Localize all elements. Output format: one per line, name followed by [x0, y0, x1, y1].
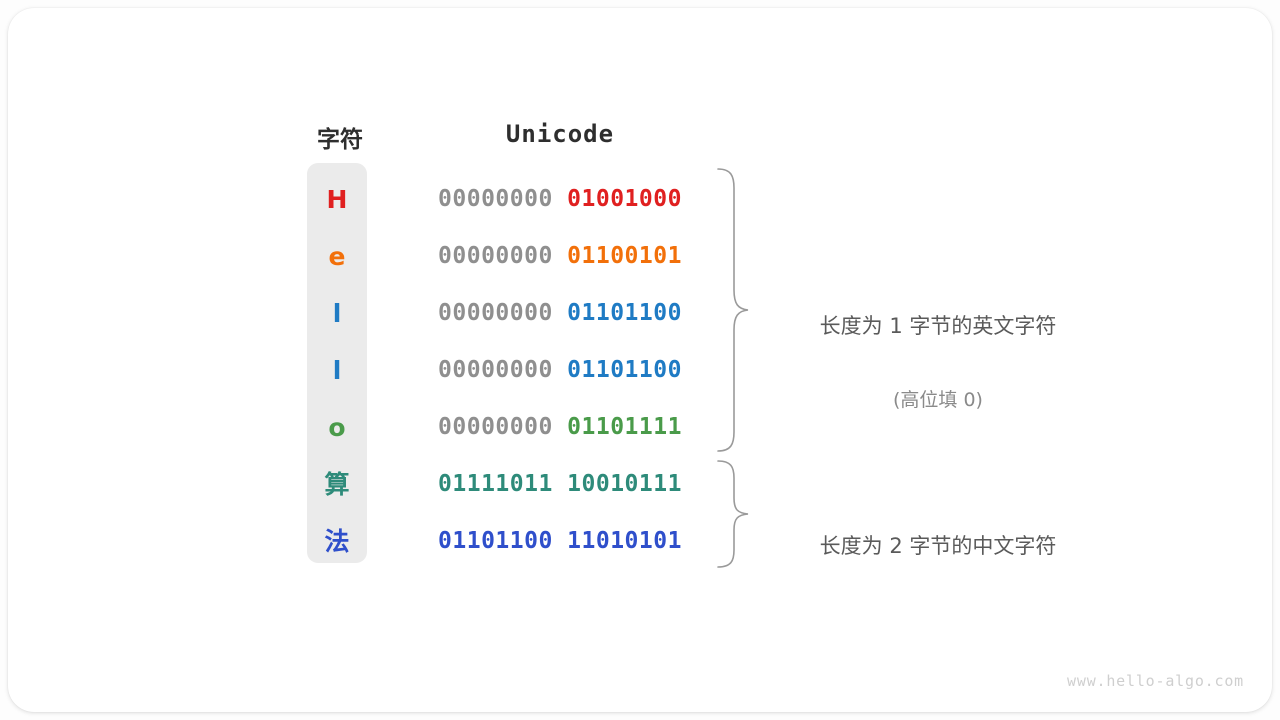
bits-separator: [553, 300, 567, 326]
bits-high-byte: 00000000: [438, 243, 553, 269]
watermark: www.hello-algo.com: [1067, 672, 1244, 690]
row-unicode-bits: 00000000 01101100: [424, 285, 696, 342]
bits-low-byte: 01101111: [567, 414, 682, 440]
column-header-character: 字符: [317, 127, 363, 153]
bits-low-byte: 01101100: [567, 357, 682, 383]
bits-high-byte: 01111011: [438, 471, 553, 497]
bits-high-byte: 00000000: [438, 300, 553, 326]
bits-separator: [553, 471, 567, 497]
bits-low-byte: 01101100: [567, 300, 682, 326]
brace-ascii-group: [717, 168, 749, 452]
row-unicode-bits: 01111011 10010111: [424, 456, 696, 513]
annotation-ascii-line2: (高位填 0): [893, 389, 983, 411]
row-character: e: [328, 242, 346, 271]
bits-low-byte: 11010101: [567, 528, 682, 554]
bits-low-byte: 10010111: [567, 471, 682, 497]
row-unicode-bits: 01101100 11010101: [424, 513, 696, 570]
row-unicode-bits: 00000000 01100101: [424, 228, 696, 285]
bits-high-byte: 00000000: [438, 414, 553, 440]
annotation-ascii: 长度为 1 字节的英文字符 (高位填 0): [768, 270, 1108, 456]
annotation-cjk-line1: 长度为 2 字节的中文字符: [819, 534, 1057, 558]
row-unicode-bits: 00000000 01101111: [424, 399, 696, 456]
brace-cjk-group: [717, 460, 749, 568]
bits-separator: [553, 414, 567, 440]
row-character: 算: [324, 470, 350, 499]
bits-low-byte: 01001000: [567, 186, 682, 212]
bits-high-byte: 01101100: [438, 528, 553, 554]
character-column-panel: [307, 163, 367, 563]
row-unicode-bits: 00000000 01001000: [424, 171, 696, 228]
row-character: o: [328, 413, 346, 442]
bits-separator: [553, 243, 567, 269]
row-character: 法: [324, 527, 350, 556]
bits-separator: [553, 528, 567, 554]
unicode-encoding-diagram: 字符 Unicode H 00000000 01001000 e 00000000 0…: [8, 8, 1272, 712]
row-character: l: [332, 356, 342, 385]
row-unicode-bits: 00000000 01101100: [424, 342, 696, 399]
row-character: l: [332, 299, 342, 328]
column-header-unicode: Unicode: [505, 120, 615, 148]
bits-high-byte: 00000000: [438, 357, 553, 383]
bits-separator: [553, 357, 567, 383]
diagram-card: 字符 Unicode H 00000000 01001000 e 00000000 0…: [8, 8, 1272, 712]
bits-low-byte: 01100101: [567, 243, 682, 269]
annotation-cjk: 长度为 2 字节的中文字符: [768, 490, 1108, 602]
bits-separator: [553, 186, 567, 212]
bits-high-byte: 00000000: [438, 186, 553, 212]
annotation-ascii-line1: 长度为 1 字节的英文字符: [819, 314, 1057, 338]
row-character: H: [326, 185, 348, 214]
